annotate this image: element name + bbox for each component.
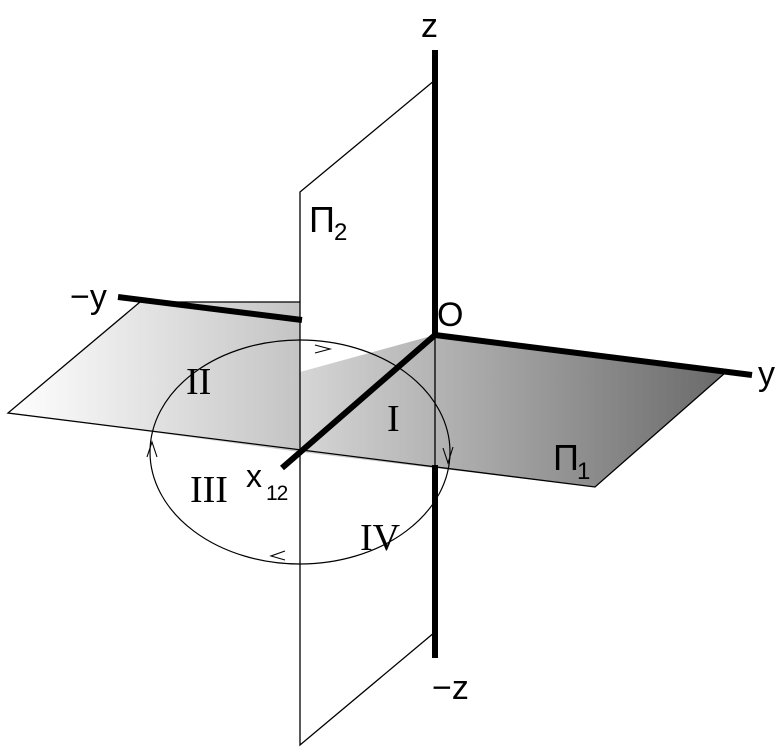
x12-axis-subscript: 12	[266, 482, 288, 505]
y-axis-label: y	[758, 355, 775, 393]
x12-axis-label: x	[246, 458, 262, 494]
origin-label: O	[437, 296, 463, 334]
horizontal-plane-subscript: 1	[577, 458, 590, 485]
horizontal-plane-label: Π	[553, 437, 579, 478]
horizontal-plane-outline	[6, 301, 726, 488]
z-axis-label: z	[421, 7, 438, 45]
neg-y-axis-label: −y	[70, 278, 107, 316]
circle-arrow-top	[314, 344, 333, 354]
frontal-plane-label: Π	[309, 199, 335, 240]
quadrant-label-2: II	[186, 361, 211, 403]
circle-arrow-right	[442, 446, 454, 465]
circle-arrow-left	[146, 440, 158, 458]
circle-arrow-bottom	[269, 550, 286, 561]
x12-axis	[280, 332, 437, 471]
quadrant-label-4: IV	[360, 517, 401, 559]
horizontal-plane-back-part	[8, 302, 300, 452]
quadrant-label-3: III	[190, 469, 228, 511]
y-axis	[434, 332, 753, 378]
horizontal-plane-front-part	[300, 335, 725, 487]
neg-y-axis	[117, 294, 303, 323]
quadrant-label-1: I	[387, 398, 400, 440]
quadrant-circle	[149, 339, 451, 565]
neg-z-axis-label: −z	[432, 669, 469, 707]
frontal-plane-subscript: 2	[334, 219, 347, 246]
